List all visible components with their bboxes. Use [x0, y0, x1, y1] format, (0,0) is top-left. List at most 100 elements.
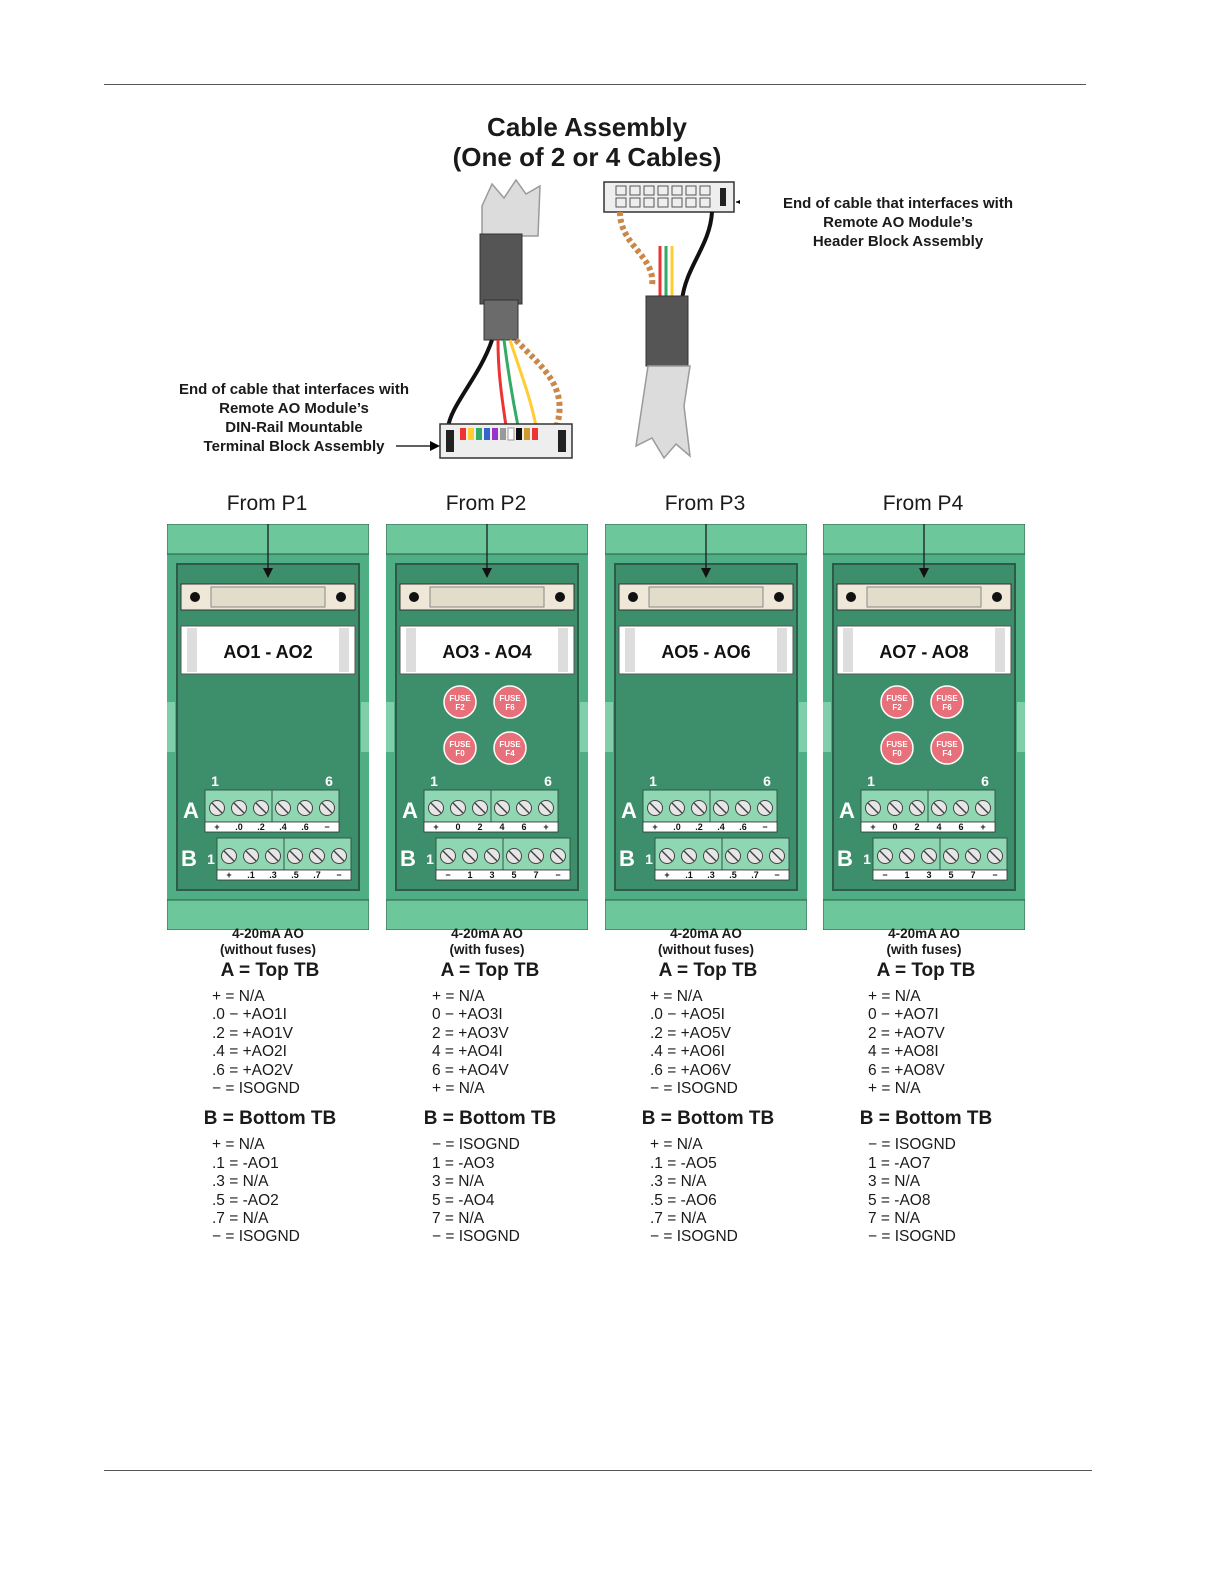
- from-label: From P4: [882, 492, 964, 515]
- pin-label: +: [652, 822, 657, 832]
- row-b-pin-one: 1: [426, 851, 434, 867]
- pin-first-label: 1: [867, 773, 875, 789]
- fuse-id: F0: [455, 749, 465, 758]
- list-item: 2 = +AO7V: [868, 1024, 945, 1042]
- module-label: AO5 - AO6: [661, 642, 750, 662]
- pin-label: +: [433, 822, 438, 832]
- list-item: 4 = +AO8I: [868, 1043, 939, 1061]
- list-item: 0 − +AO3I: [432, 1006, 503, 1024]
- pin-label: −: [445, 870, 450, 880]
- pin-label: 2: [477, 822, 482, 832]
- module-label: AO7 - AO8: [879, 642, 968, 662]
- list-item: 6 = +AO8V: [868, 1061, 945, 1079]
- callout-header-end: End of cable that interfaces with Remote…: [770, 194, 1026, 251]
- fuse-id: F0: [892, 749, 902, 758]
- pin-label: 6: [521, 822, 526, 832]
- top-tb-heading: A = Top TB: [440, 960, 540, 981]
- list-item: 1 = -AO3: [432, 1154, 495, 1172]
- list-item: .3 = N/A: [650, 1173, 707, 1191]
- list-item: + = N/A: [212, 1136, 265, 1154]
- fuse: [880, 731, 914, 765]
- from-label: From P2: [445, 492, 527, 515]
- pin-label: +: [980, 822, 985, 832]
- fuse-word: FUSE: [449, 694, 471, 703]
- bottom-tb-heading: B = Bottom TB: [641, 1108, 775, 1130]
- pin-label: .4: [279, 822, 287, 832]
- module-type-caption: 4-20mA AO(with fuses): [823, 926, 1025, 958]
- pin-label: .5: [291, 870, 299, 880]
- pin-label: 1: [904, 870, 909, 880]
- pin-label: 5: [511, 870, 516, 880]
- top-tb-list: + = N/A.0 − +AO1I.2 = +AO1V.4 = +AO2I.6 …: [160, 988, 380, 1098]
- module-type-line-2: (with fuses): [449, 942, 525, 957]
- list-item: − = ISOGND: [432, 1136, 520, 1154]
- pin-label: +: [664, 870, 669, 880]
- list-item: + = N/A: [868, 1080, 921, 1098]
- fuse-id: F6: [942, 703, 952, 712]
- callout-top-line-2: Remote AO Module’s: [823, 214, 973, 231]
- list-item: 6 = +AO4V: [432, 1061, 509, 1079]
- fuse-word: FUSE: [886, 694, 908, 703]
- pin-label: .0: [235, 822, 243, 832]
- pin-label: .3: [707, 870, 715, 880]
- row-a-letter: A: [183, 798, 199, 823]
- list-item: 5 = -AO8: [868, 1191, 931, 1209]
- pin-label: .3: [269, 870, 277, 880]
- pin-label: 3: [489, 870, 494, 880]
- module-type-line-2: (without fuses): [220, 942, 316, 957]
- fuse: [493, 685, 527, 719]
- callout-top-line-1: End of cable that interfaces with: [782, 195, 1014, 212]
- pin-label: .6: [301, 822, 309, 832]
- fuse: [443, 731, 477, 765]
- module-type-caption: 4-20mA AO(with fuses): [386, 926, 588, 958]
- fuse: [930, 731, 964, 765]
- pin-label: .1: [247, 870, 255, 880]
- fuse-id: F6: [505, 703, 515, 712]
- fuse-word: FUSE: [936, 694, 958, 703]
- fuse-id: F4: [505, 749, 515, 758]
- pin-label: .2: [257, 822, 265, 832]
- row-b-letter: B: [400, 846, 416, 871]
- pin-label: 4: [499, 822, 504, 832]
- footer-rule: [104, 1470, 1092, 1471]
- callout-top-line-3: Header Block Assembly: [812, 233, 984, 250]
- module-label: AO1 - AO2: [223, 642, 312, 662]
- pin-label: .1: [685, 870, 693, 880]
- top-tb-heading: A = Top TB: [876, 960, 976, 981]
- list-item: .0 − +AO5I: [650, 1006, 725, 1024]
- list-item: − = ISOGND: [650, 1080, 738, 1098]
- list-item: .5 = -AO6: [650, 1191, 717, 1209]
- pin-label: +: [870, 822, 875, 832]
- list-item: .2 = +AO5V: [650, 1024, 731, 1042]
- module-label: AO3 - AO4: [442, 642, 531, 662]
- list-item: + = N/A: [212, 988, 265, 1005]
- pin-label: −: [762, 822, 767, 832]
- module-type-line-1: 4-20mA AO: [451, 926, 523, 941]
- pin-label: 6: [958, 822, 963, 832]
- bottom-tb-heading: B = Bottom TB: [203, 1108, 337, 1130]
- list-item: .6 = +AO6V: [650, 1061, 731, 1079]
- bottom-tb-heading: B = Bottom TB: [423, 1108, 557, 1130]
- pin-label: −: [324, 822, 329, 832]
- list-item: − = ISOGND: [650, 1228, 738, 1246]
- terminal-legend: A = Top TB+ = N/A.0 − +AO5I.2 = +AO5V.4 …: [598, 958, 818, 1255]
- list-item: 5 = -AO4: [432, 1191, 495, 1209]
- fuse: [493, 731, 527, 765]
- module-type-line-1: 4-20mA AO: [888, 926, 960, 941]
- fuse-id: F2: [455, 703, 465, 712]
- pin-label: 0: [455, 822, 460, 832]
- list-item: .0 − +AO1I: [212, 1006, 287, 1024]
- list-item: 1 = -AO7: [868, 1154, 931, 1172]
- pin-label: 2: [914, 822, 919, 832]
- row-b-letter: B: [181, 846, 197, 871]
- title-line-1: Cable Assembly: [487, 112, 687, 142]
- title-line-2: (One of 2 or 4 Cables): [452, 142, 722, 172]
